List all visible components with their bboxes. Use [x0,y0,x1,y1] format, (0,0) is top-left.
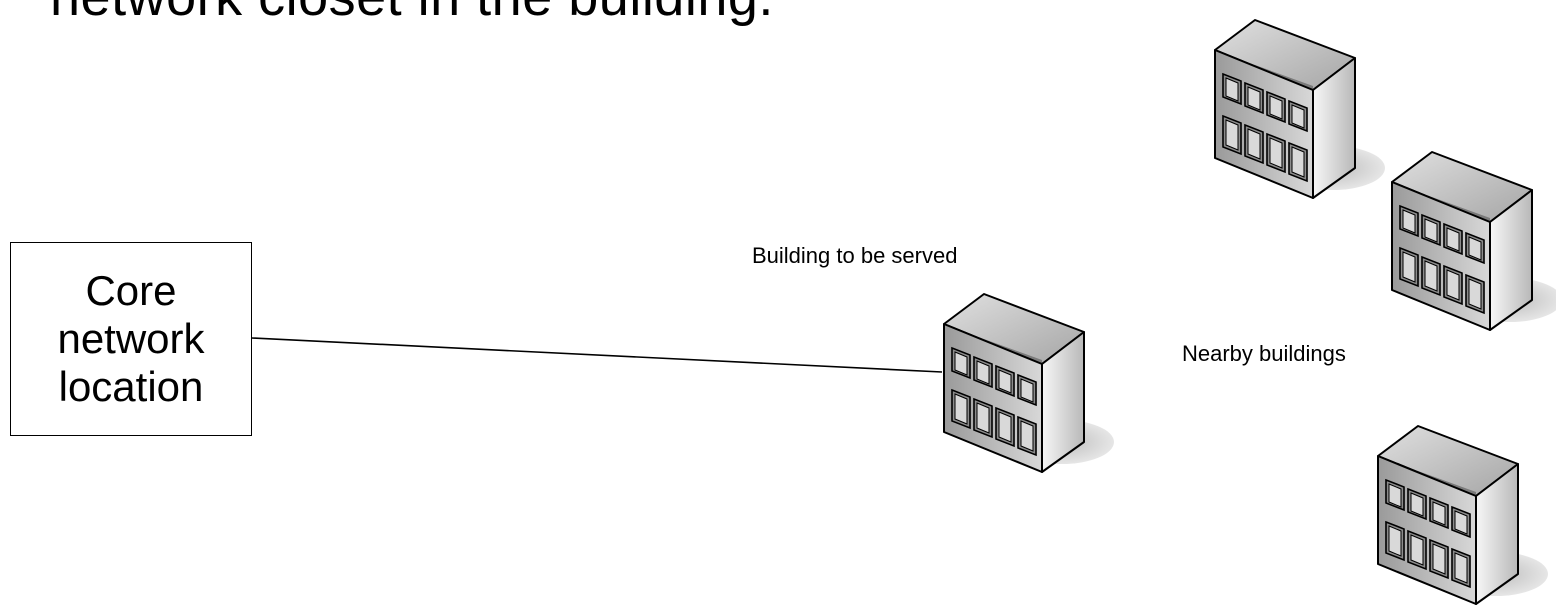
building-icon [1215,20,1385,198]
core-network-box: Core network location [10,242,252,436]
core-box-line: network [57,315,204,363]
core-box-line: Core [85,267,176,315]
connection-line [252,338,942,372]
building-icon [944,294,1114,472]
building-served-label: Building to be served [752,242,962,270]
building-icon [1378,426,1548,604]
nearby-buildings-label: Nearby buildings [1182,340,1346,368]
core-box-line: location [59,363,204,411]
building-icon [1392,152,1556,330]
